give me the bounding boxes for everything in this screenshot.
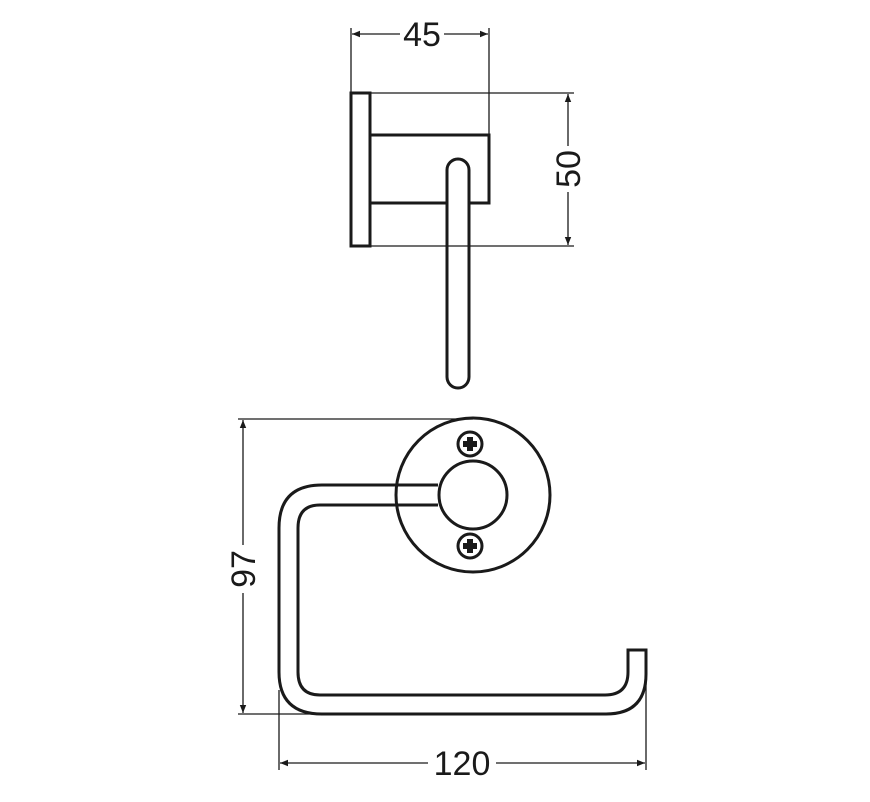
label-gap: [225, 545, 261, 593]
dimension-label-depth: 45: [403, 16, 441, 54]
dimension-label-height: 97: [225, 550, 263, 588]
label-gap: [400, 14, 444, 50]
mount-body: [370, 133, 491, 205]
side-view: 45 50: [349, 14, 588, 390]
screw-top: [456, 430, 484, 458]
dimension-label-width: 120: [434, 745, 491, 783]
screw-bottom: [456, 532, 484, 560]
dimension-label-side-height: 50: [550, 150, 588, 188]
screw-rim: [456, 532, 484, 560]
screw-head-icon: [463, 437, 477, 451]
wall-plate: [349, 91, 372, 248]
rosette: [394, 416, 552, 574]
screw-head-icon: [463, 539, 477, 553]
screw-rim: [456, 430, 484, 458]
paper-arm: [277, 483, 648, 716]
arm-hub: [437, 459, 509, 531]
label-gap: [550, 146, 586, 192]
arm-side: [445, 157, 471, 390]
label-gap: [428, 742, 496, 780]
front-view: 97 120: [225, 416, 648, 783]
